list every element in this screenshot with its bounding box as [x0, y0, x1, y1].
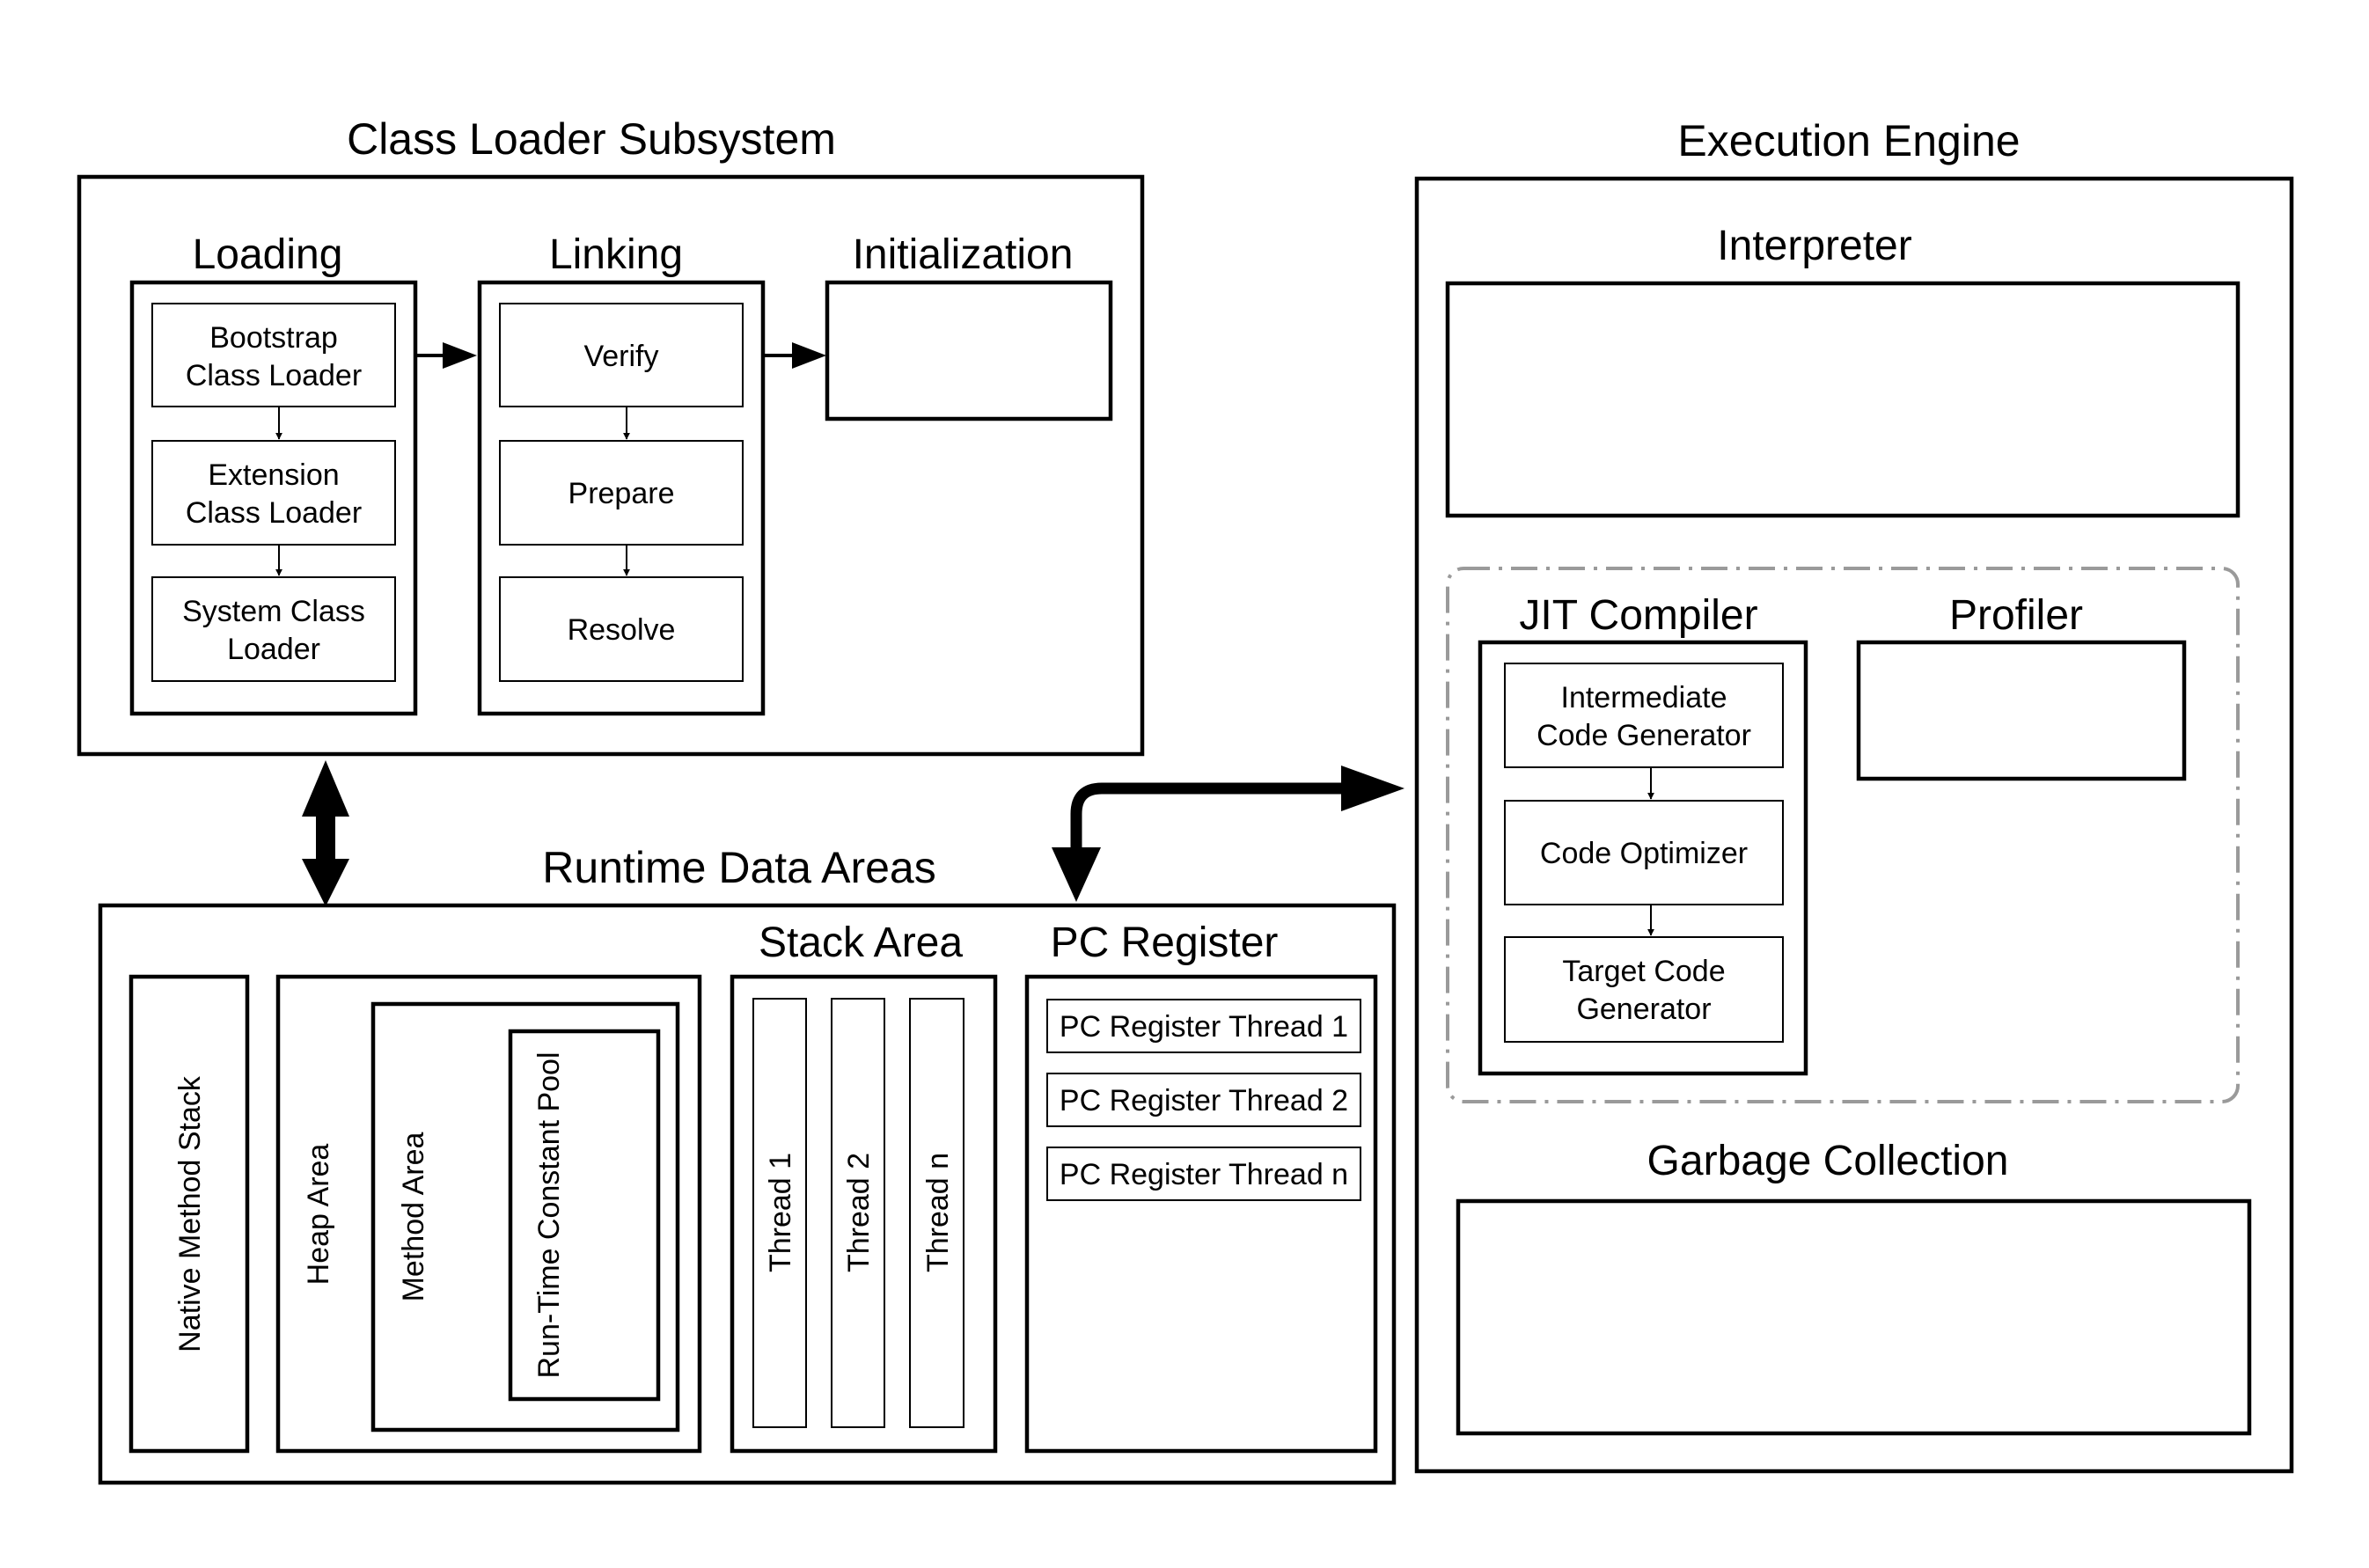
bootstrap-class-loader-label-2: Class Loader — [186, 359, 362, 392]
runtime-data-areas-frame — [98, 903, 1397, 1485]
target-code-generator-label-2: Generator — [1576, 993, 1711, 1026]
double-arrow-down-head — [302, 859, 349, 906]
interpreter-title: Interpreter — [1717, 223, 1911, 269]
pc-register-box — [1024, 974, 1378, 1454]
verify-label: Verify — [583, 340, 658, 373]
elbow-arrow-right-head — [1341, 766, 1405, 811]
execution-engine-title: Execution Engine — [1677, 116, 2020, 165]
prepare-box — [499, 440, 744, 546]
intermediate-code-generator-label-2: Code Generator — [1537, 719, 1751, 752]
jit-compiler-box — [1478, 640, 1808, 1076]
bootstrap-class-loader-label-1: Bootstrap — [209, 321, 338, 355]
pc-register-thread-2-box — [1046, 1073, 1361, 1127]
stack-thread-1-label: Thread 1 — [764, 1153, 797, 1272]
interpreter-box — [1445, 281, 2241, 518]
profiler-title: Profiler — [1949, 592, 2083, 639]
heap-area-label: Heap Area — [302, 1144, 335, 1286]
system-class-loader-label-1: System Class — [182, 595, 365, 628]
resolve-label: Resolve — [568, 613, 676, 647]
connectors — [302, 760, 1405, 906]
stack-thread-2-label: Thread 2 — [842, 1153, 876, 1272]
jit-compiler-title: JIT Compiler — [1519, 592, 1757, 639]
garbage-collection-box — [1456, 1198, 2252, 1436]
intermediate-code-generator-box — [1504, 663, 1784, 768]
stack-thread-2-box — [831, 998, 885, 1428]
native-method-stack-box — [128, 974, 250, 1454]
loading-box — [129, 280, 418, 716]
stack-thread-n-label: Thread n — [921, 1153, 955, 1272]
native-method-stack-label: Native Method Stack — [173, 1075, 207, 1352]
double-arrow-shaft — [316, 810, 335, 868]
code-optimizer-box — [1504, 800, 1784, 905]
method-area-label: Method Area — [397, 1132, 430, 1302]
pc-register-thread-1-box — [1046, 999, 1361, 1053]
execution-engine: Execution Engine Interpreter JIT Compile… — [1414, 116, 2294, 1474]
system-class-loader-box — [151, 576, 396, 682]
class-loader-subsystem: Class Loader Subsystem Loading Bootstrap… — [77, 114, 1145, 757]
arrow-linking-to-initialization-head — [792, 342, 826, 369]
code-optimizer-label: Code Optimizer — [1540, 837, 1748, 870]
pc-register-thread-n-box — [1046, 1147, 1361, 1201]
bootstrap-class-loader-box — [151, 303, 396, 407]
system-class-loader-label-2: Loader — [227, 633, 320, 666]
run-time-constant-pool-label: Run-Time Constant Pool — [532, 1051, 566, 1378]
stack-thread-1-box — [752, 998, 807, 1428]
pc-register-title: PC Register — [1051, 920, 1279, 966]
jit-group-dashed-frame — [1446, 567, 2240, 1103]
elbow-arrow-down-head — [1052, 847, 1101, 902]
heap-area-box — [275, 974, 702, 1454]
linking-title: Linking — [549, 231, 683, 278]
extension-class-loader-label-1: Extension — [208, 458, 339, 492]
stack-area-title: Stack Area — [759, 920, 963, 966]
execution-engine-frame — [1414, 176, 2294, 1474]
prepare-label: Prepare — [568, 477, 675, 510]
pc-register-thread-2-label: PC Register Thread 2 — [1060, 1084, 1348, 1117]
linking-box — [477, 280, 766, 716]
target-code-generator-box — [1504, 936, 1784, 1043]
extension-class-loader-label-2: Class Loader — [186, 496, 362, 530]
elbow-connector-path — [1070, 782, 1351, 852]
initialization-title: Initialization — [853, 231, 1074, 278]
pc-register-thread-1-label: PC Register Thread 1 — [1060, 1010, 1348, 1044]
garbage-collection-title: Garbage Collection — [1647, 1138, 2009, 1184]
target-code-generator-label-1: Target Code — [1562, 955, 1725, 988]
runtime-data-areas: Runtime Data Areas Native Method Stack H… — [98, 843, 1397, 1485]
run-time-constant-pool-box — [508, 1029, 661, 1402]
initialization-box — [825, 280, 1113, 421]
pc-register-thread-n-label: PC Register Thread n — [1060, 1158, 1348, 1191]
class-loader-subsystem-frame — [77, 174, 1145, 757]
resolve-box — [499, 576, 744, 682]
class-loader-subsystem-title: Class Loader Subsystem — [347, 114, 836, 164]
stack-area-box — [730, 974, 998, 1454]
runtime-data-areas-title: Runtime Data Areas — [542, 843, 935, 892]
stack-thread-n-box — [909, 998, 964, 1428]
intermediate-code-generator-label-1: Intermediate — [1561, 681, 1727, 714]
method-area-box — [370, 1001, 680, 1432]
profiler-box — [1856, 640, 2187, 781]
arrow-loading-to-linking-head — [443, 342, 477, 369]
extension-class-loader-box — [151, 440, 396, 546]
verify-box — [499, 303, 744, 407]
loading-title: Loading — [193, 231, 343, 278]
double-arrow-up-head — [302, 760, 349, 817]
